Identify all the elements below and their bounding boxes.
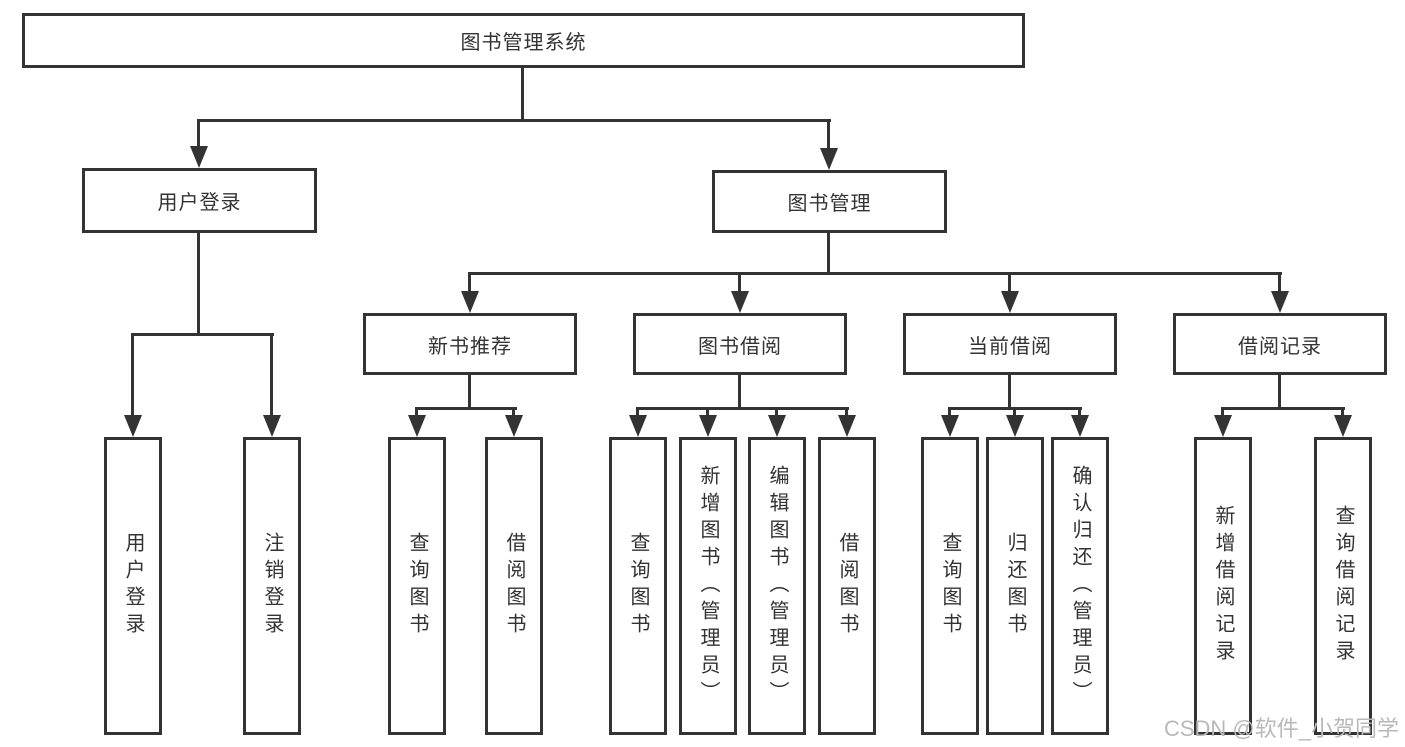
connector-line bbox=[775, 407, 778, 417]
node-new-book-recommend: 新书推荐 bbox=[363, 313, 577, 375]
leaf-logout: 注销登录 bbox=[243, 437, 301, 735]
node-label: 图书管理 bbox=[787, 193, 872, 215]
leaf-label: 查询图书 bbox=[406, 532, 428, 640]
arrow-down-icon bbox=[1071, 415, 1089, 437]
leaf-label: 查询图书 bbox=[627, 532, 649, 640]
arrow-down-icon bbox=[1214, 415, 1232, 437]
arrow-down-icon bbox=[124, 415, 142, 437]
leaf-add-borrow-record: 新增借阅记录 bbox=[1194, 437, 1252, 735]
leaf-label: 注销登录 bbox=[261, 532, 283, 640]
connector-line bbox=[1008, 272, 1011, 292]
arrow-down-icon bbox=[1271, 291, 1289, 313]
arrow-down-icon bbox=[820, 148, 838, 170]
connector-line bbox=[131, 333, 134, 416]
arrow-down-icon bbox=[731, 291, 749, 313]
node-book-borrow: 图书借阅 bbox=[633, 313, 847, 375]
leaf-label: 新增图书（管理员） bbox=[697, 464, 719, 708]
leaf-query-books: 查询图书 bbox=[609, 437, 667, 735]
arrow-down-icon bbox=[838, 415, 856, 437]
connector-line bbox=[827, 119, 830, 148]
leaf-query-borrow-record: 查询借阅记录 bbox=[1314, 437, 1372, 735]
connector-line bbox=[706, 407, 709, 417]
connector-line bbox=[1278, 375, 1281, 410]
connector-line bbox=[1221, 407, 1345, 410]
arrow-down-icon bbox=[941, 415, 959, 437]
node-borrow-records: 借阅记录 bbox=[1173, 313, 1387, 375]
connector-line bbox=[948, 407, 951, 417]
connector-line bbox=[1341, 407, 1344, 417]
arrow-down-icon bbox=[699, 415, 717, 437]
arrow-down-icon bbox=[408, 415, 426, 437]
node-label: 图书借阅 bbox=[698, 335, 782, 358]
connector-line bbox=[1078, 407, 1081, 417]
node-label: 图书管理系统 bbox=[460, 32, 587, 54]
leaf-query-books: 查询图书 bbox=[388, 437, 446, 735]
connector-line bbox=[415, 407, 418, 417]
node-label: 用户登录 bbox=[157, 192, 242, 214]
node-label: 借阅记录 bbox=[1238, 335, 1322, 358]
leaf-return-books: 归还图书 bbox=[986, 437, 1044, 735]
leaf-label: 确认归还（管理员） bbox=[1069, 464, 1091, 708]
leaf-label: 查询图书 bbox=[939, 532, 961, 640]
connector-line bbox=[1278, 272, 1281, 292]
node-current-borrow: 当前借阅 bbox=[903, 313, 1117, 375]
connector-line bbox=[738, 375, 741, 410]
node-user-login: 用户登录 bbox=[82, 168, 317, 233]
connector-line bbox=[636, 407, 849, 410]
leaf-label: 编辑图书（管理员） bbox=[766, 464, 788, 708]
leaf-label: 用户登录 bbox=[122, 532, 144, 640]
connector-line bbox=[197, 233, 200, 336]
leaf-confirm-return-admin: 确认归还（管理员） bbox=[1051, 437, 1109, 735]
leaf-label: 归还图书 bbox=[1004, 532, 1026, 640]
node-library-system: 图书管理系统 bbox=[22, 13, 1025, 68]
connector-line bbox=[415, 407, 517, 410]
connector-line bbox=[197, 119, 200, 146]
leaf-borrow-books: 借阅图书 bbox=[818, 437, 876, 735]
leaf-add-books-admin: 新增图书（管理员） bbox=[679, 437, 737, 735]
arrow-down-icon bbox=[1006, 415, 1024, 437]
leaf-query-books: 查询图书 bbox=[921, 437, 979, 735]
connector-line bbox=[738, 272, 741, 292]
leaf-user-login: 用户登录 bbox=[104, 437, 162, 735]
connector-line bbox=[197, 119, 831, 122]
connector-line bbox=[512, 407, 515, 417]
connector-line bbox=[1221, 407, 1224, 417]
arrow-down-icon bbox=[1334, 415, 1352, 437]
leaf-edit-books-admin: 编辑图书（管理员） bbox=[748, 437, 806, 735]
arrow-down-icon bbox=[629, 415, 647, 437]
connector-line bbox=[468, 272, 471, 292]
arrow-down-icon bbox=[505, 415, 523, 437]
arrow-down-icon bbox=[263, 415, 281, 437]
node-book-management: 图书管理 bbox=[712, 170, 947, 233]
leaf-label: 借阅图书 bbox=[836, 532, 858, 640]
node-label: 新书推荐 bbox=[428, 335, 512, 358]
leaf-label: 查询借阅记录 bbox=[1332, 505, 1354, 667]
arrow-down-icon bbox=[190, 146, 208, 168]
connector-line bbox=[468, 272, 1282, 275]
leaf-borrow-books: 借阅图书 bbox=[485, 437, 543, 735]
arrow-down-icon bbox=[768, 415, 786, 437]
leaf-label: 借阅图书 bbox=[503, 532, 525, 640]
node-label: 当前借阅 bbox=[968, 335, 1052, 358]
csdn-watermark: CSDN @软件_小贺同学 bbox=[1163, 716, 1399, 741]
connector-line bbox=[131, 333, 274, 336]
connector-line bbox=[1008, 375, 1011, 410]
connector-line bbox=[827, 233, 830, 275]
connector-line bbox=[1013, 407, 1016, 417]
leaf-label: 新增借阅记录 bbox=[1212, 505, 1234, 667]
connector-line bbox=[468, 375, 471, 410]
connector-line bbox=[270, 333, 273, 416]
arrow-down-icon bbox=[1001, 291, 1019, 313]
connector-line bbox=[845, 407, 848, 417]
connector-line bbox=[521, 68, 524, 120]
connector-line bbox=[636, 407, 639, 417]
arrow-down-icon bbox=[461, 291, 479, 313]
